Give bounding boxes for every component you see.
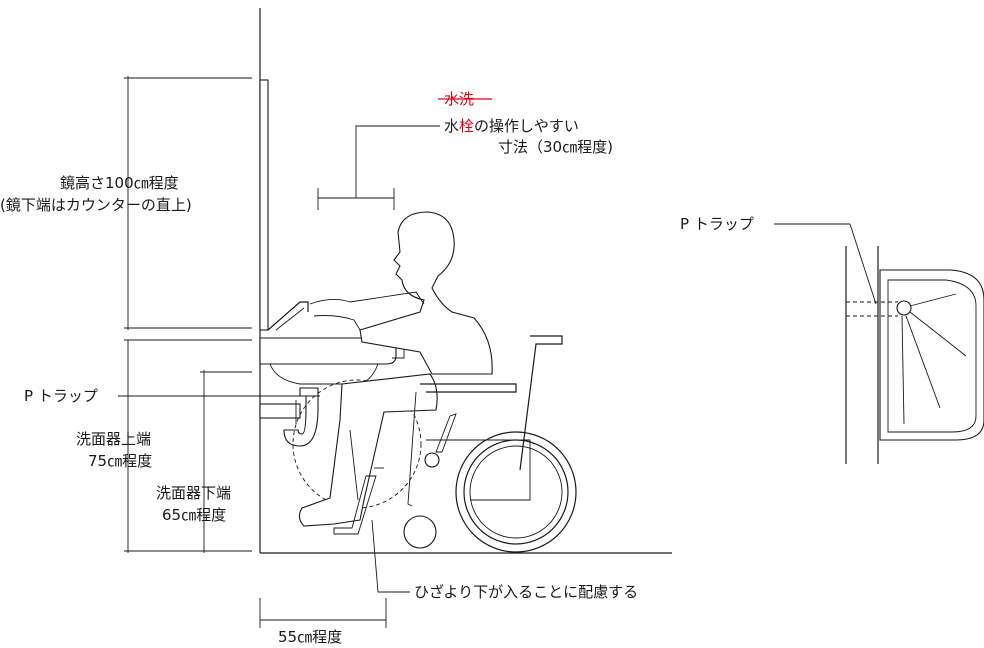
leader-lines	[118, 395, 410, 593]
mirror-height-label: 鏡高さ100㎝程度	[60, 174, 179, 192]
knee-clearance-note: ひざより下が入ることに配慮する	[414, 583, 638, 601]
labels: 水洗 水栓の操作しやすい 寸法（30㎝程度) 鏡高さ100㎝程度 (鏡下端はカウ…	[0, 90, 754, 646]
faucet-note-line2: 寸法（30㎝程度)	[498, 138, 613, 156]
p-trap-top-label: P トラップ	[680, 215, 754, 233]
faucet-note-line1: 水栓の操作しやすい	[444, 117, 579, 135]
p-trap-top-view	[774, 223, 984, 464]
mirror-height-note: (鏡下端はカウンターの直上)	[0, 196, 192, 214]
washbasin	[259, 301, 405, 385]
seated-person	[298, 211, 493, 527]
basin-top-label: 洗面器上端	[76, 430, 151, 448]
mirror-height-dimension	[124, 76, 252, 341]
p-trap-side-label: P トラップ	[24, 387, 98, 405]
wheelchair	[333, 335, 577, 553]
mirror	[259, 79, 269, 331]
faucet-reach-dimension	[317, 125, 440, 210]
basin-height-dimensions	[124, 340, 252, 553]
depth-label: 55㎝程度	[278, 628, 342, 646]
p-trap-side	[259, 387, 319, 447]
basin-bottom-height: 65㎝程度	[162, 506, 226, 524]
basin-bottom-label: 洗面器下端	[156, 484, 231, 502]
depth-dimension	[259, 598, 387, 628]
basin-top-height: 75㎝程度	[88, 452, 152, 470]
